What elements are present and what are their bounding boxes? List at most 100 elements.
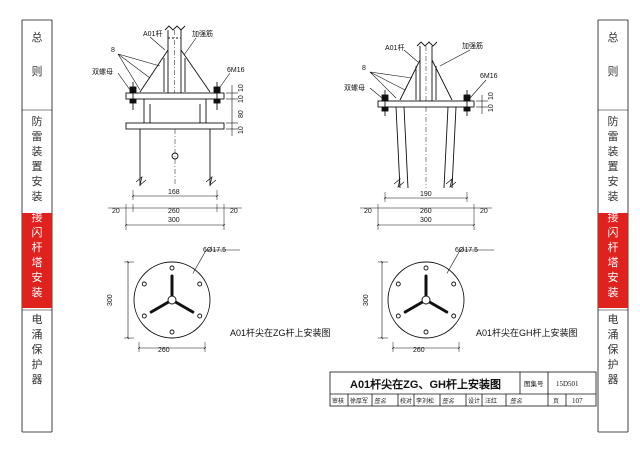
rib-arm [149, 301, 170, 314]
sidebar-char: 杆 [32, 240, 43, 254]
sidebar-char: 装 [32, 145, 43, 158]
bolt-hole [197, 313, 203, 319]
sidebar-active-highlight [22, 213, 52, 308]
row-check-sign: 签名 [442, 397, 455, 405]
row-reviewer: 徐厚军 [350, 397, 368, 405]
bolt-hole [395, 313, 401, 319]
bolt-hole [169, 329, 175, 335]
sidebar-char: 置 [32, 160, 43, 173]
sidebar-char: 塔 [32, 256, 43, 269]
flange-circle [133, 261, 211, 339]
sidebar-char: 闪 [32, 225, 43, 239]
dim-mid: 260 [420, 208, 432, 215]
label-bolt: 6M16 [480, 73, 498, 80]
sidebar-char: 装 [32, 190, 43, 203]
sidebar-char: 电 [608, 313, 619, 326]
label-bolt: 6M16 [227, 67, 245, 74]
sidebar-char: 保 [32, 342, 43, 356]
sidebar-char: 接 [32, 211, 43, 224]
bolt-hole [141, 281, 147, 287]
center-hole [167, 295, 177, 305]
row-design: 设计 [468, 397, 480, 405]
right-plan-dim-vertical: 300 [363, 294, 370, 306]
dim-right-2: 10 [238, 95, 245, 103]
sidebar-char: 防 [608, 114, 619, 128]
bolt-hole [395, 281, 401, 287]
sidebar-active-highlight [598, 213, 628, 308]
left-plan-dim-bottom: 260 [158, 347, 170, 354]
dim-right-1: 10 [488, 92, 495, 100]
bolt-hole [451, 313, 457, 319]
sidebar-char: 涌 [32, 328, 43, 341]
sidebar-char: 总 [608, 30, 619, 44]
right-hole-label: 6Ø17.5 [455, 247, 478, 254]
bolt-hole [197, 281, 203, 287]
rib-arm [428, 301, 449, 314]
sidebar-char: 则 [608, 65, 619, 78]
page-number: 107 [572, 397, 583, 405]
rib-arm [174, 301, 195, 314]
sidebar-char: 杆 [608, 240, 619, 254]
dim-side-right: 20 [480, 208, 488, 215]
sidebar-char: 电 [32, 313, 43, 326]
sidebar-char: 安 [32, 270, 43, 284]
dim-mid: 260 [168, 208, 180, 215]
hole-leader [192, 249, 207, 274]
left-elevation-labels: A01杆 加强筋 8 双螺母 6M16 10 10 80 10 168 260 … [92, 29, 245, 224]
right-plan-caption: A01杆尖在GH杆上安装图 [476, 327, 578, 338]
sidebar-char: 护 [32, 357, 43, 371]
label-rod: A01杆 [143, 29, 162, 38]
plan-labels: 6Ø17.5 300 260 A01杆尖在ZG杆上安装图 6Ø17.5 300 … [107, 247, 578, 354]
bolt-hole [423, 265, 429, 271]
dim-right-4: 10 [238, 126, 245, 134]
sidebar-char: 涌 [608, 328, 619, 341]
sidebar-char: 安 [608, 174, 619, 188]
sidebar-char: 安 [32, 174, 43, 188]
sidebar-char: 装 [608, 145, 619, 158]
dim-side-left: 20 [364, 208, 372, 215]
right-elevation-labels: A01杆 加强筋 8 双螺母 6M16 10 10 190 260 20 20 … [344, 41, 498, 224]
dim-inner: 168 [168, 189, 180, 196]
row-check: 校对 [400, 397, 412, 405]
sidebar-char: 装 [32, 286, 43, 299]
sidebar-char: 装 [608, 286, 619, 299]
bolt-hole [141, 313, 147, 319]
left-hole-label: 6Ø17.5 [203, 247, 226, 254]
right-elevation-view [360, 41, 492, 230]
sidebar-char: 器 [32, 373, 43, 386]
sidebar-char: 装 [608, 190, 619, 203]
sidebar-char: 闪 [608, 225, 619, 239]
row-page-label: 页 [553, 398, 559, 405]
dim-right-2: 10 [488, 104, 495, 112]
drawing-title: A01杆尖在ZG、GH杆上安装图 [350, 377, 501, 391]
dim-side-left: 20 [112, 208, 120, 215]
row-review-sign: 签名 [374, 397, 387, 405]
dim-total: 300 [420, 217, 432, 224]
title-block-text: A01杆尖在ZG、GH杆上安装图 图集号 15D501 审核 徐厚军 签名 校对… [332, 377, 583, 405]
right-plan-view [378, 249, 494, 352]
dim-total: 300 [168, 217, 180, 224]
sidebar-char: 接 [608, 211, 619, 224]
row-design-sign: 签名 [510, 397, 523, 405]
left-plan-view [124, 249, 240, 352]
atlas-number: 15D501 [556, 380, 579, 388]
sidebar-char: 保 [608, 342, 619, 356]
label-nut: 双螺母 [344, 83, 365, 92]
sidebar-char: 总 [32, 30, 43, 44]
label-rod: A01杆 [385, 43, 404, 52]
dim-right-1: 10 [238, 84, 245, 92]
sidebar-char: 安 [608, 270, 619, 284]
bolt-hole [423, 329, 429, 335]
row-designer: 汪红 [485, 397, 497, 405]
right-plan-dim-bottom: 260 [413, 347, 425, 354]
label-count: 8 [362, 65, 366, 72]
row-review: 审核 [332, 397, 344, 405]
bolt-hole [451, 281, 457, 287]
sidebar-char: 则 [32, 65, 43, 78]
hole-leader [446, 249, 461, 274]
left-plan-dim-vertical: 300 [107, 294, 114, 306]
